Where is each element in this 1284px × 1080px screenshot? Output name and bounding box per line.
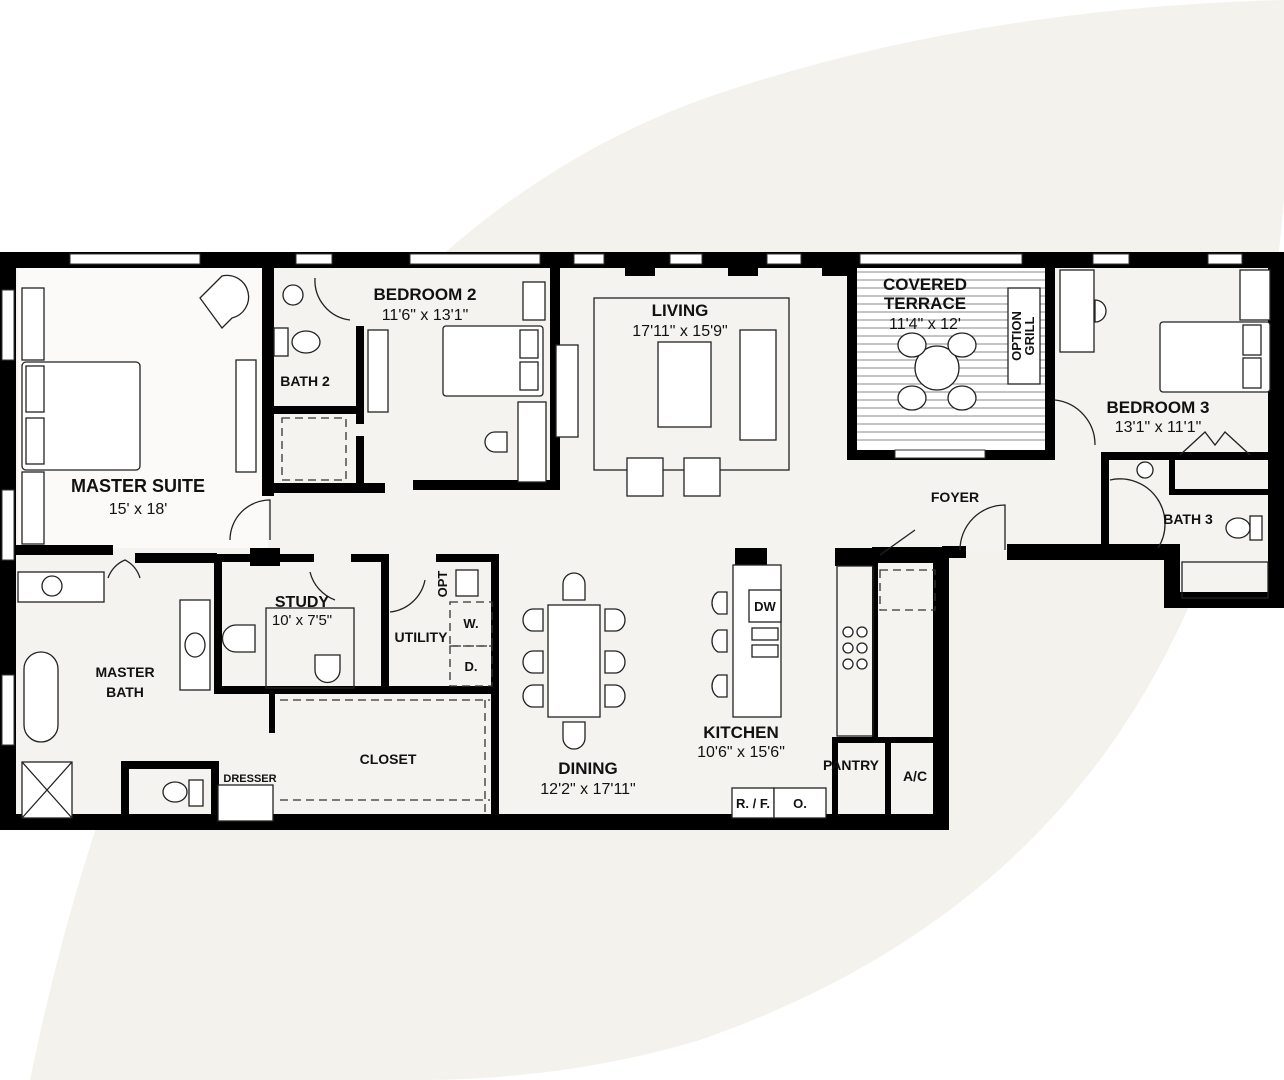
stove-burner xyxy=(842,658,854,670)
fridge-label: R. / F. xyxy=(736,796,770,811)
opt-label: OPT xyxy=(435,571,450,598)
room-label-foyer: FOYER xyxy=(931,489,979,505)
room-label-bedroom-2: BEDROOM 2 xyxy=(374,285,477,304)
room-label-terrace-1: COVERED xyxy=(883,275,967,294)
room-dims-dining: 12'2" x 17'11" xyxy=(540,781,635,798)
dining-chair xyxy=(604,650,626,674)
room-label-ac: A/C xyxy=(903,768,927,784)
stove-burner xyxy=(856,626,868,638)
dining-chair xyxy=(604,608,626,632)
room-label-bedroom-3: BEDROOM 3 xyxy=(1107,398,1210,417)
room-label-master-bath-1: MASTER xyxy=(95,664,154,680)
option-grill-label-1: OPTION xyxy=(1009,311,1024,361)
room-dims-master-suite: 15' x 18' xyxy=(109,501,168,518)
room-label-living: LIVING xyxy=(652,301,709,320)
room-label-terrace-2: TERRACE xyxy=(884,294,966,313)
dining-chair xyxy=(522,608,544,632)
stove-burner xyxy=(856,658,868,670)
room-label-dresser: DRESSER xyxy=(223,773,276,785)
room-label-pantry: PANTRY xyxy=(823,757,880,773)
oven-label: O. xyxy=(793,796,807,811)
room-dims-living: 17'11" x 15'9" xyxy=(632,323,727,340)
dryer-label: D. xyxy=(465,659,478,674)
stove-burner xyxy=(856,642,868,654)
room-label-study: STUDY xyxy=(275,594,330,611)
furniture xyxy=(17,269,1271,822)
windows xyxy=(1,253,1243,746)
room-label-master-bath-2: BATH xyxy=(106,684,144,700)
room-dims-bedroom-2: 11'6" x 13'1" xyxy=(382,307,469,324)
stove-burner xyxy=(842,626,854,638)
room-labels: MASTER SUITE 15' x 18' BEDROOM 2 11'6" x… xyxy=(71,275,1213,811)
room-label-kitchen: KITCHEN xyxy=(703,723,779,742)
room-label-utility: UTILITY xyxy=(395,629,449,645)
room-label-closet: CLOSET xyxy=(360,751,417,767)
room-dims-kitchen: 10'6" x 15'6" xyxy=(697,744,785,761)
room-dims-bedroom-3: 13'1" x 11'1" xyxy=(1115,419,1202,436)
dishwasher-label: DW xyxy=(754,599,776,614)
room-dims-study: 10' x 7'5" xyxy=(272,612,332,629)
room-label-bath-3: BATH 3 xyxy=(1163,511,1213,527)
dining-chair xyxy=(522,684,544,708)
room-dims-terrace: 11'4" x 12' xyxy=(889,316,961,333)
room-label-dining: DINING xyxy=(558,759,618,778)
walls xyxy=(0,252,1284,830)
washer-label: W. xyxy=(463,616,478,631)
dining-chair xyxy=(604,684,626,708)
option-grill-label-2: GRILL xyxy=(1022,316,1037,355)
stove-burner xyxy=(842,642,854,654)
room-label-master-suite: MASTER SUITE xyxy=(71,476,205,496)
room-label-bath-2: BATH 2 xyxy=(280,373,330,389)
dining-chair xyxy=(522,650,544,674)
